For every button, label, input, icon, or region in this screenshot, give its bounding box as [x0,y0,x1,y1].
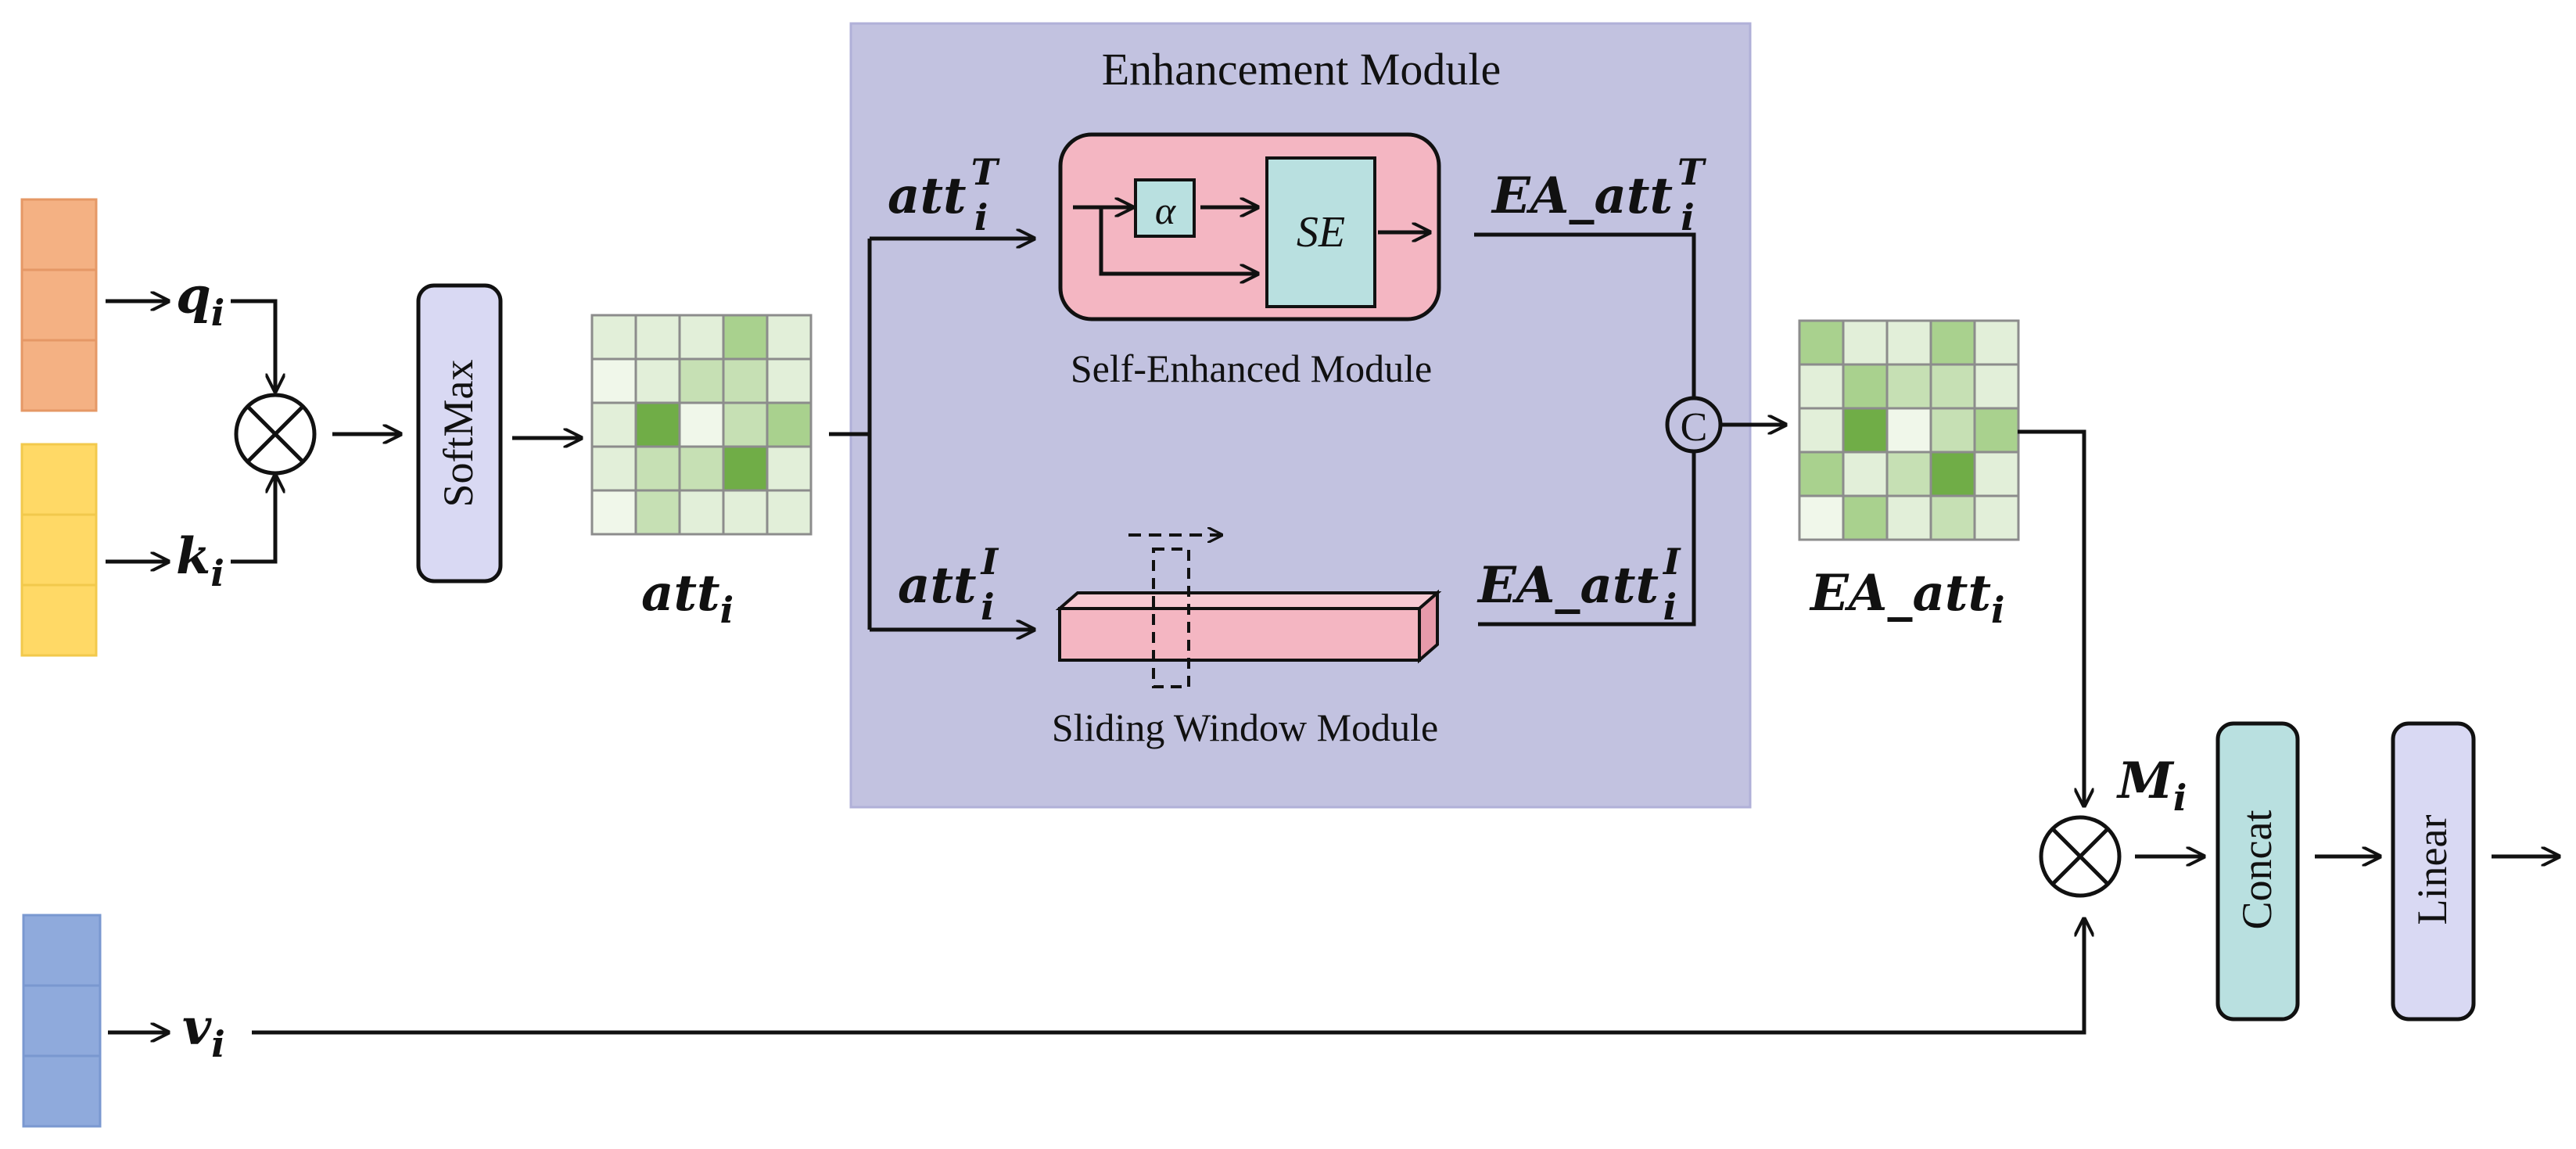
alpha-symbol: α [1155,189,1177,232]
att-matrix-cell [590,357,637,404]
ea-att-matrix-cell [1929,407,1976,454]
k-label: ki [176,527,224,594]
self-enhanced-module-box [1058,132,1441,321]
ea-att-matrix-cell [1798,407,1845,454]
ea-att-matrix-cell [1973,494,2020,541]
ea-att-label: EA_atti [1809,564,2005,631]
ea-att-matrix-cell [1973,407,2020,454]
att-matrix-cell [590,489,637,536]
sliding-window-bar [1055,589,1442,664]
linear-label: Linear [2409,815,2456,925]
att-matrix-cell [590,445,637,492]
att-matrix-cell [678,489,725,536]
att-matrix-cell [766,357,813,404]
sliding-window-frame [1152,548,1190,688]
enhancement-module-title: Enhancement Module [1102,44,1501,95]
svg-text:C: C [1681,405,1708,450]
q-label: qi [176,267,224,334]
se-label: SE [1297,208,1345,257]
m-label: Mi [2116,752,2187,819]
ea-att-matrix-cell [1885,407,1932,454]
ea-att-matrix-cell [1798,319,1845,366]
ea-att-matrix-cell [1973,319,2020,366]
ea-att-matrix-cell [1885,363,1932,410]
sliding-window-label: Sliding Window Module [1052,706,1438,749]
ea-att-I-line [1478,452,1696,627]
att-matrix-cell [678,445,725,492]
att-matrix-cell [722,401,769,448]
att-matrix-cell [634,445,681,492]
se-box [1265,156,1376,308]
ea-att-matrix-cell [1885,451,1932,497]
ea-att-matrix-cell [1842,363,1889,410]
v-to-multiply-line [252,919,2084,1035]
q-to-multiply-line [231,299,275,391]
att-matrix-cell [634,489,681,536]
v-label: vi [182,998,225,1065]
v-vector [22,914,102,1128]
softmax-box [416,283,503,583]
att-matrix-cell [766,489,813,536]
ea-att-to-multiply-line [2018,429,2084,806]
concat-box [2215,721,2300,1022]
att-matrix-cell [766,445,813,492]
linear-box [2391,721,2476,1022]
att-matrix-cell [678,401,725,448]
att-matrix-cell [766,401,813,448]
ea-att-matrix-cell [1842,407,1889,454]
att-matrix-cell [634,314,681,361]
att-matrix-cell [722,314,769,361]
ea-att-matrix-cell [1973,451,2020,497]
att-matrix-cell [590,401,637,448]
att-matrix [590,314,813,536]
ea-att-T-line [1474,232,1696,397]
att-matrix-cell [634,357,681,404]
att-matrix-cell [722,489,769,536]
multiply-icon [234,393,317,476]
ea-att-matrix-cell [1929,319,1976,366]
att-matrix-cell [722,357,769,404]
ea-att-matrix-cell [1929,363,1976,410]
ea-att-matrix-cell [1973,363,2020,410]
softmax-label: SoftMax [435,360,482,508]
concat-label: Concat [2233,810,2280,930]
att-matrix-cell [766,314,813,361]
k-to-multiply-line [231,476,275,564]
ea-att-matrix-cell [1798,494,1845,541]
alpha-box [1134,178,1196,238]
ea-att-matrix-cell [1798,363,1845,410]
ea-att-matrix [1798,319,2020,541]
ea-att-matrix-cell [1798,451,1845,497]
att-matrix-cell [634,401,681,448]
ea-att-matrix-cell [1842,319,1889,366]
self-enhanced-label: Self-Enhanced Module [1071,346,1432,390]
concat-c-icon: C [1665,396,1723,454]
se-skip-line [1099,207,1258,274]
ea-att-matrix-cell [1842,451,1889,497]
ea-att-matrix-cell [1842,494,1889,541]
att-matrix-cell [678,314,725,361]
ea-att-matrix-cell [1885,494,1932,541]
multiply-icon-2 [2039,815,2122,898]
att-label: atti [641,564,734,631]
ea-att-matrix-cell [1929,451,1976,497]
ea-att-matrix-cell [1929,494,1976,541]
k-vector [20,443,98,657]
ea-att-matrix-cell [1885,319,1932,366]
att-matrix-cell [678,357,725,404]
att-matrix-cell [722,445,769,492]
q-vector [20,198,98,412]
att-matrix-cell [590,314,637,361]
